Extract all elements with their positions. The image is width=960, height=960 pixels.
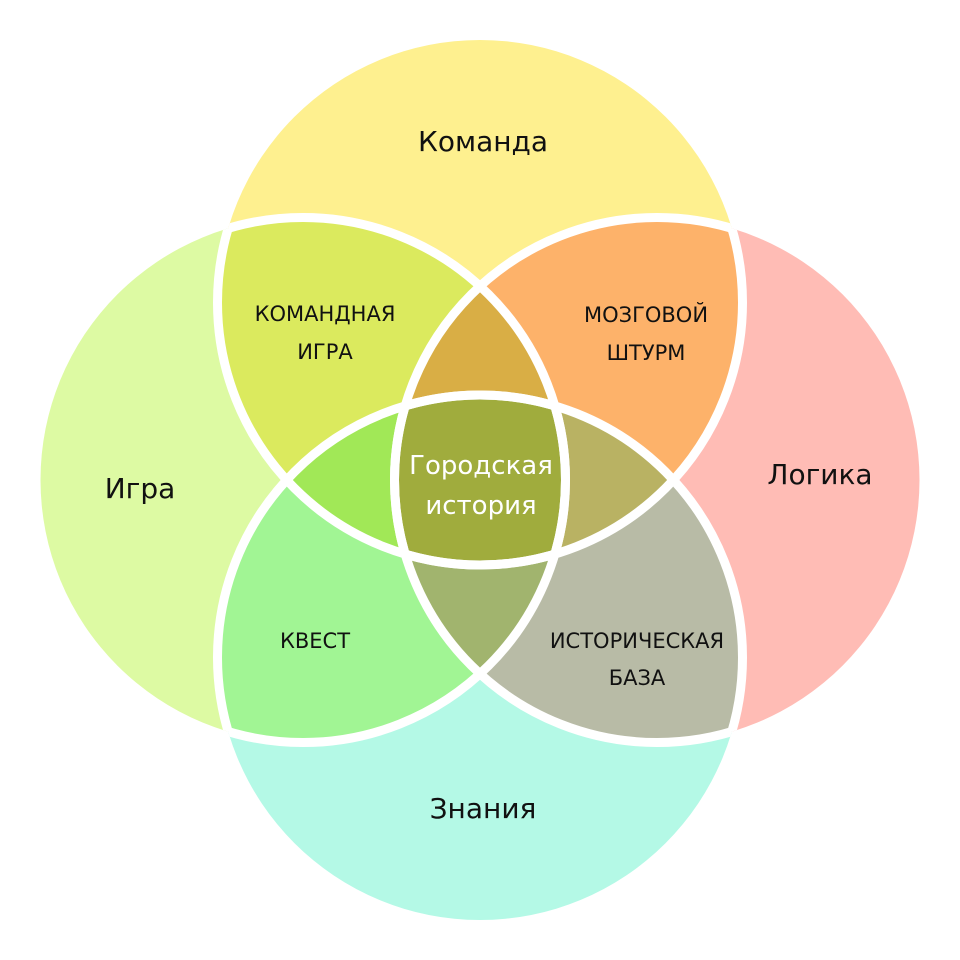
region-triple-bottom bbox=[394, 395, 566, 743]
label-komanda: Команда bbox=[418, 125, 548, 158]
label-mozgovoy-shturm-2: ШТУРМ bbox=[607, 341, 686, 365]
label-komandnaya-igra-1: КОМАНДНАЯ bbox=[255, 302, 396, 326]
label-istoricheskaya-baza-1: ИСТОРИЧЕСКАЯ bbox=[550, 629, 724, 653]
label-znaniya: Знания bbox=[430, 792, 537, 825]
label-mozgovoy-shturm-1: МОЗГОВОЙ bbox=[584, 302, 708, 327]
label-istoricheskaya-baza-2: БАЗА bbox=[609, 666, 666, 690]
label-gorodskaya-2: история bbox=[425, 491, 536, 521]
label-kvest: КВЕСТ bbox=[280, 629, 350, 653]
label-gorodskaya-1: Городская bbox=[409, 451, 553, 481]
label-igra: Игра bbox=[105, 472, 176, 505]
label-komandnaya-igra-2: ИГРА bbox=[297, 340, 353, 364]
label-logika: Логика bbox=[767, 458, 872, 491]
